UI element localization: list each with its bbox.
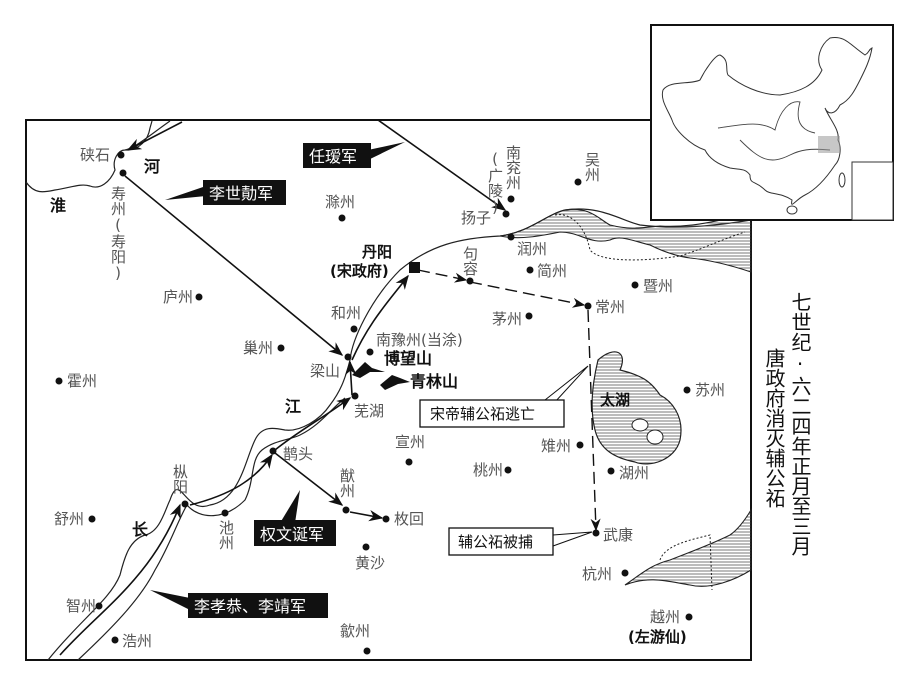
route-main-fleet-3 [274, 397, 352, 451]
yangtze-estuary [499, 208, 752, 273]
route-ren-gui [377, 119, 507, 211]
taiwan-island [838, 172, 846, 188]
callout-pointer [150, 590, 190, 610]
mountain-icon [352, 362, 385, 378]
lake-island [631, 418, 649, 432]
army-label-box [254, 520, 336, 546]
note-box [419, 399, 565, 428]
place-yangzi: 扬子 [461, 209, 491, 227]
place-luzhou: 庐州 [163, 288, 193, 306]
place-nanyanzhou: 南兖州 [504, 145, 522, 190]
place-youzhou: 猷州 [338, 468, 356, 498]
flee-route-1 [417, 269, 468, 283]
route-main-fleet [59, 503, 181, 656]
place-xuanzhou: 宣州 [395, 433, 425, 451]
city-dots [55, 151, 693, 655]
route-main-fleet-2 [189, 453, 273, 506]
army-li-xiaogong-li-jing: 李孝恭、李靖军 [194, 597, 306, 616]
inset-highlight-region [818, 136, 840, 153]
place-hangzhou: 杭州 [582, 565, 612, 583]
yellow-river [717, 101, 816, 134]
place-huozhou: 霍州 [67, 372, 97, 390]
place-wukang: 武康 [603, 526, 633, 544]
callout-pointer [165, 186, 206, 200]
place-huzhou: 湖州 [619, 464, 649, 482]
mountain-icon [380, 375, 410, 390]
place-wuhu: 芜湖 [354, 402, 384, 420]
place-danyang: 丹阳 [362, 243, 392, 261]
yangtze-river-inset [739, 139, 831, 161]
place-chaozhou: 巢州 [243, 339, 273, 357]
route-li-shiji [124, 175, 344, 356]
place-taozhou: 桃州 [473, 461, 503, 479]
map-title-event: 唐政府消灭辅公祏 [762, 348, 786, 508]
yangtze-river-south-bank [77, 397, 346, 661]
place-haozhou: 浩州 [122, 632, 152, 650]
note-box [448, 527, 554, 556]
place-shouzhou: 寿州(寿阳) [109, 186, 127, 282]
river-label-huai: 淮 [50, 196, 66, 215]
hainan-island [786, 205, 798, 215]
place-meihui: 枚回 [394, 510, 424, 528]
place-jurong: 句容 [461, 246, 479, 276]
army-label-box [188, 593, 328, 618]
place-changzhou: 常州 [595, 298, 625, 316]
hangzhou-bay [624, 508, 752, 587]
place-maozhou: 茅州 [492, 310, 522, 328]
place-quetou: 鹊头 [283, 445, 313, 463]
callout-pointer [280, 490, 300, 523]
note-flee: 宋帝辅公祏逃亡 [430, 405, 535, 423]
place-hezhou: 和州 [331, 304, 361, 322]
place-jizhou: 暨州 [643, 277, 673, 295]
place-shuzhou: 舒州 [54, 510, 84, 528]
place-liangshan: 梁山 [310, 362, 340, 380]
place-guangling: (广陵) [486, 150, 504, 216]
place-nanyuzhou: 南豫州(当涂) [376, 331, 463, 349]
place-yuezhou-note: (左游仙) [628, 628, 687, 646]
place-shezhou: 歙州 [340, 622, 370, 640]
place-chuzhou: 滁州 [325, 193, 355, 211]
army-li-shiji: 李世勣军 [209, 184, 273, 203]
river-label-chang: 长 [132, 520, 149, 539]
place-yongzhou: 雉州 [541, 437, 571, 455]
place-yuezhou: 越州 [650, 608, 680, 626]
route-quan-wendan [274, 452, 344, 506]
route-top-to-xiashi [126, 121, 183, 151]
mountain-bowang: 博望山 [384, 349, 432, 368]
lake-island [646, 429, 664, 445]
place-suzhou: 苏州 [695, 381, 725, 399]
flee-route-2 [469, 281, 586, 308]
army-label-box [303, 143, 371, 168]
place-danyang-note: (宋政府) [330, 262, 389, 280]
place-runzhou: 润州 [517, 240, 547, 258]
route-to-meihui [349, 509, 384, 522]
south-china-sea-inset [851, 161, 894, 221]
place-xiashi: 硖石 [80, 146, 110, 164]
callout-pointer [552, 531, 593, 547]
callout-pointer [544, 365, 589, 403]
place-chizhou: 池州 [217, 520, 235, 550]
river-label-he: 河 [144, 157, 160, 176]
place-huangsha: 黄沙 [355, 554, 385, 572]
place-zongyang: 枞阳 [171, 464, 189, 494]
route-main-fleet-4 [345, 360, 357, 396]
china-outline [661, 36, 873, 205]
ancient-coastline-south [659, 534, 713, 591]
place-zhizhou: 智州 [66, 597, 96, 615]
army-ren-gui: 任瑷军 [309, 147, 357, 166]
map-title-date: 七世纪·六二四年正月至三月 [788, 292, 812, 556]
lake-label-taihu: 太湖 [600, 391, 630, 409]
army-quan-wendan: 权文诞军 [260, 525, 324, 544]
callout-pointer [368, 142, 405, 160]
river-label-jiang: 江 [285, 397, 301, 416]
army-label-box [203, 180, 286, 205]
route-to-danyang [351, 274, 409, 361]
place-jianzhou: 简州 [537, 262, 567, 280]
note-captured: 辅公祏被捕 [458, 533, 533, 551]
song-government-marker [409, 262, 420, 273]
flee-route-3 [587, 309, 601, 532]
mountain-qinglin: 青林山 [410, 372, 458, 391]
place-wuzhou: 吴州 [583, 152, 601, 182]
